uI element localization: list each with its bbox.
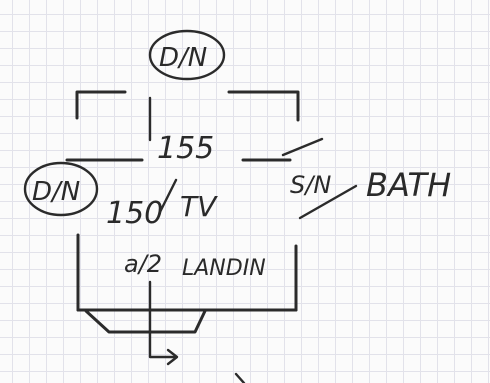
left-door-text: D/N [32, 177, 80, 207]
margin-mark [234, 372, 246, 383]
dimension-155: 155 [157, 131, 214, 166]
dimension-divider [158, 178, 178, 214]
dimension-150: 150 [106, 196, 163, 231]
room-walls [65, 90, 324, 366]
top-door-circle [148, 29, 226, 81]
top-door-text: D/N [159, 43, 207, 73]
landing-label: LANDIN [182, 256, 266, 281]
side-door-underline [298, 184, 358, 220]
left-door-label: D/N [23, 161, 99, 217]
top-door-label: D/N [148, 29, 226, 81]
side-door-label: S/N [290, 171, 331, 199]
tv-label: TV [180, 190, 218, 223]
code-a2-label: a/2 [124, 250, 162, 278]
left-door-circle [23, 161, 99, 217]
room-label: BATH [366, 166, 451, 204]
